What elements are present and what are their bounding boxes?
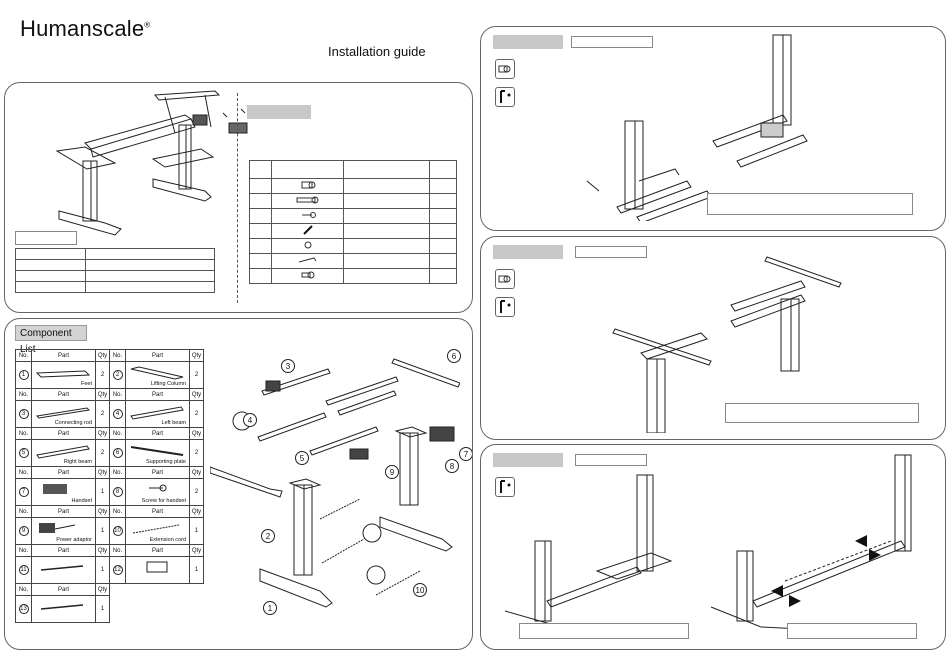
document-title: Installation guide	[328, 44, 426, 59]
bracket-icon	[146, 561, 168, 573]
table-row: 1 Feet 2 2 Lifting Column 2	[15, 361, 204, 389]
hardware-title-bar	[247, 105, 311, 119]
callout-2: 2	[261, 529, 275, 543]
step-2-panel	[480, 236, 946, 440]
callout-10: 10	[413, 583, 427, 597]
hardware-table	[249, 160, 457, 284]
table-row: 11 1 12 1	[15, 556, 204, 584]
washer-bolt-icon	[301, 271, 314, 279]
handset-screw-icon	[149, 484, 167, 492]
step-3-drawing	[504, 454, 912, 631]
panel-divider	[237, 93, 238, 303]
callout-8: 8	[445, 459, 459, 473]
exploded-parts-drawing	[210, 358, 460, 608]
right-beam-icon	[36, 445, 90, 459]
brand-logo: Humanscale®	[20, 16, 150, 42]
step-1-title-bar	[493, 35, 563, 49]
table-row: 5 Right beam 2 6 Supporting plate 2	[15, 439, 204, 467]
table-row: 13 1	[15, 595, 204, 623]
callout-5: 5	[295, 451, 309, 465]
callout-4: 4	[243, 413, 257, 427]
step-1-note-box	[707, 193, 913, 215]
connecting-rod-icon	[35, 407, 91, 419]
step-3-panel	[480, 444, 946, 650]
allen-key-tool-icon	[495, 87, 515, 107]
step-2-note-box	[725, 403, 919, 423]
overview-panel	[4, 82, 473, 313]
step-3-note-box-left	[519, 623, 689, 639]
brand-name: Humanscale	[20, 16, 145, 41]
callout-3: 3	[281, 359, 295, 373]
step-3-subtitle-box	[575, 454, 647, 466]
overview-spec-table	[15, 248, 215, 293]
bolt-icon	[301, 181, 315, 189]
small-screw-icon	[304, 241, 311, 249]
callout-6: 6	[447, 349, 461, 363]
screw-icon	[301, 212, 316, 218]
bolt-tool-icon	[495, 269, 515, 289]
callout-1: 1	[263, 601, 277, 615]
allen-key-tool-icon	[495, 477, 515, 497]
table-row: 9 Power adaptor 1 10 Extension cord 1	[15, 517, 204, 545]
screwdriver-icon	[302, 225, 313, 235]
component-list-title: Component List	[15, 325, 87, 355]
step-2-title-bar	[493, 245, 563, 259]
feet-icon	[35, 370, 91, 378]
table-row: 7 Handset 1 8 Screw for handset 2	[15, 478, 204, 506]
left-beam-icon	[130, 406, 184, 420]
long-bolt-icon	[296, 196, 318, 204]
callout-9: 9	[385, 465, 399, 479]
step-2-subtitle-box	[575, 246, 647, 258]
allen-key-icon	[298, 257, 316, 263]
power-adaptor-icon	[39, 523, 76, 533]
step-2-drawing	[612, 256, 842, 433]
step-1-panel	[480, 26, 946, 231]
table-row: 3 Connecting rod 2 4 Left beam 2	[15, 400, 204, 428]
handset-icon	[43, 484, 67, 494]
lifting-column-icon	[130, 366, 184, 380]
callout-7: 7	[459, 447, 472, 461]
step-1-drawing	[586, 34, 808, 221]
allen-key-tool-icon	[495, 297, 515, 317]
step-1-subtitle-box	[571, 36, 653, 48]
cable-icon	[40, 565, 84, 571]
cable-icon	[40, 604, 84, 610]
supporting-plate-icon	[130, 446, 184, 456]
assembled-frame-drawing	[55, 90, 248, 236]
bolt-tool-icon	[495, 59, 515, 79]
registered-mark: ®	[144, 20, 151, 30]
overview-caption-box	[15, 231, 77, 245]
step-3-note-box-right	[787, 623, 917, 639]
extension-cord-icon	[132, 524, 180, 534]
step-3-title-bar	[493, 453, 563, 467]
